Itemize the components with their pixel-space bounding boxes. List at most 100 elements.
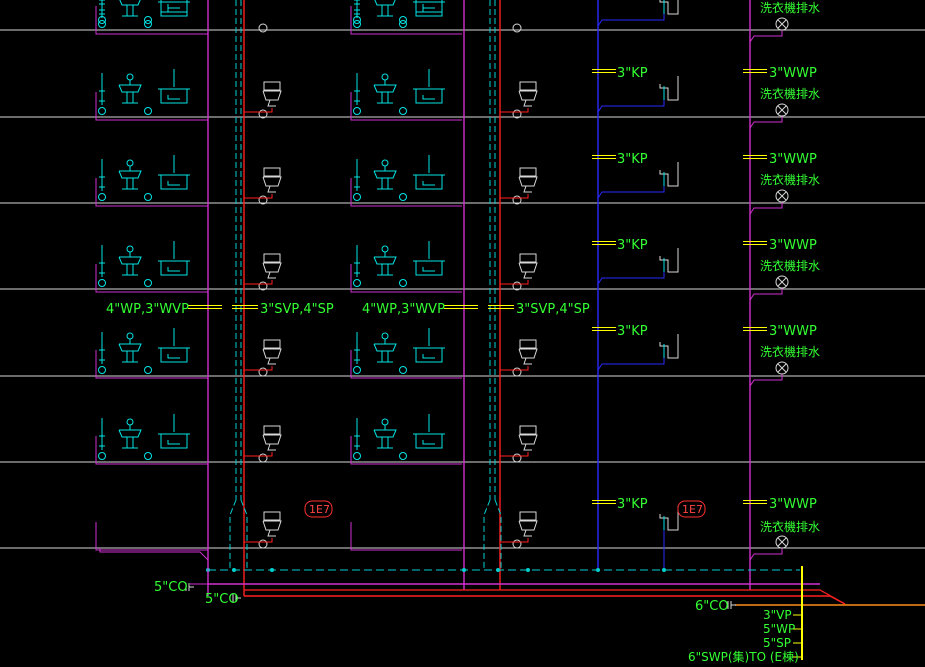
- sink-icon: [659, 506, 679, 531]
- washer-label-2: 洗衣機排水: [760, 172, 820, 187]
- washing-machine-drain-icon: [775, 189, 789, 203]
- soil-branch: [500, 280, 529, 285]
- kp-label-3: 3"KP: [617, 238, 648, 253]
- floor-drain-icon: [353, 366, 361, 374]
- washing-machine-drain-icon: [775, 361, 789, 375]
- sink-icon: [415, 261, 443, 276]
- soil-branch: [244, 280, 273, 285]
- wash-basin-icon: [118, 256, 142, 265]
- toilet-icon: [519, 167, 537, 177]
- vent-stack: [229, 499, 237, 570]
- kitchen-branch: [597, 272, 665, 285]
- sink-icon: [415, 348, 443, 363]
- cleanout-icon: [258, 539, 268, 549]
- soil-branch: [244, 108, 273, 113]
- floor-drain-icon: [353, 279, 361, 287]
- wwp-label-2: 3"WWP: [769, 152, 817, 167]
- kitchen-branch: [597, 100, 665, 113]
- soil-main: [244, 589, 846, 605]
- washer-label-5: 洗衣機排水: [760, 519, 820, 534]
- floor-drain-icon: [353, 193, 361, 201]
- floor-drain-icon: [353, 452, 361, 460]
- floor-lines: [0, 29, 925, 549]
- tag-right: 1E7: [682, 503, 703, 516]
- stack-label-mid-a: 4"WP,3"WVP: [362, 302, 445, 317]
- cleanout-icon: [258, 23, 268, 33]
- sink-icon: [160, 348, 188, 363]
- cleanout-icon: [512, 195, 522, 205]
- toilet-icon: [267, 529, 276, 537]
- cleanout-icon: [258, 453, 268, 463]
- washing-machine-drain-icon: [775, 535, 789, 549]
- toilet-icon: [523, 271, 532, 279]
- waste-branch: [350, 436, 462, 465]
- toilet-icon: [523, 185, 532, 193]
- wash-basin-icon: [118, 429, 142, 438]
- soil-branch: [500, 538, 529, 543]
- wash-basin-icon: [381, 73, 389, 81]
- stack-label-left-a: 4"WP,3"WVP: [106, 302, 189, 317]
- floor-drain-icon: [144, 366, 152, 374]
- junction-dot: [232, 568, 236, 572]
- floor-drain-icon: [144, 193, 152, 201]
- floor-drain-icon: [399, 16, 407, 24]
- junction-dot: [526, 568, 530, 572]
- toilet-icon: [523, 357, 532, 365]
- wash-basin-icon: [373, 343, 397, 352]
- floor-drain-icon: [399, 452, 407, 460]
- sink-icon: [160, 175, 188, 190]
- washer-label-1: 洗衣機排水: [760, 86, 820, 101]
- cleanout-icon: [512, 23, 522, 33]
- floor-drain-icon: [353, 16, 361, 24]
- soil-branch: [500, 194, 529, 199]
- soil-branch: [500, 108, 529, 113]
- toilet-icon: [523, 529, 532, 537]
- soil-branch: [500, 452, 529, 457]
- sink-icon: [659, 0, 679, 15]
- soil-branch: [500, 366, 529, 371]
- labels: 4"WP,3"WVP 3"SVP,4"SP 4"WP,3"WVP 3"SVP,4…: [106, 0, 820, 664]
- toilet-icon: [262, 348, 282, 359]
- cleanout-label-3: 6"CO: [695, 599, 729, 614]
- waste-branch: [350, 92, 462, 121]
- floor-drain-icon: [353, 107, 361, 115]
- waste-branch: [95, 264, 208, 293]
- sink-icon: [422, 8, 435, 13]
- toilet-icon: [518, 434, 538, 445]
- kitchen-branch: [597, 14, 665, 27]
- legend-item-swp: 6"SWP(集)TO (E棟): [688, 649, 799, 664]
- washing-machine-drain-icon: [775, 275, 789, 289]
- washing-machine-drain-icon: [775, 103, 789, 117]
- toilet-icon: [518, 348, 538, 359]
- toilet-icon: [263, 81, 281, 91]
- washer-label-4: 洗衣機排水: [760, 344, 820, 359]
- wash-basin-icon: [126, 159, 134, 167]
- floor-drain-icon: [144, 16, 152, 24]
- toilet-icon: [523, 99, 532, 107]
- tag-left: 1E7: [309, 503, 330, 516]
- waste-branch: [95, 350, 208, 379]
- wash-basin-icon: [118, 343, 142, 352]
- toilet-icon: [519, 425, 537, 435]
- washing-machine-drain-icon: [775, 17, 789, 31]
- vent-stack: [494, 499, 502, 570]
- sink-icon: [422, 95, 435, 100]
- waste-branch: [95, 436, 208, 465]
- cleanout-icon: [512, 367, 522, 377]
- floor-drain-icon: [399, 366, 407, 374]
- toilet-icon: [267, 357, 276, 365]
- wash-basin-icon: [381, 418, 389, 426]
- laundry-branch: [749, 202, 783, 215]
- toilet-icon: [262, 262, 282, 273]
- washing-machine-drain-icon: [777, 363, 787, 373]
- toilet-icon: [262, 520, 282, 531]
- soil-branch: [244, 538, 273, 543]
- wash-basin-icon: [118, 170, 142, 179]
- wash-basin-icon: [119, 0, 141, 6]
- waste-branch: [350, 6, 462, 35]
- washing-machine-drain-icon: [777, 277, 787, 287]
- laundry-branch: [749, 116, 783, 129]
- floor-drain-icon: [98, 193, 106, 201]
- wwp-label-5: 3"WWP: [769, 497, 817, 512]
- wash-basin-icon: [381, 159, 389, 167]
